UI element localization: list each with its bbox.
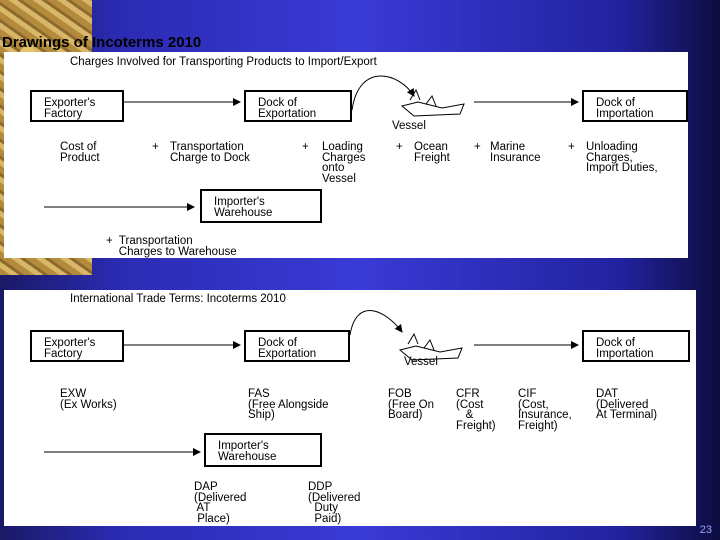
- charges-diagram-arrows: [44, 75, 579, 211]
- arrow-dock-to-vessel: [351, 75, 415, 111]
- charges-panel-title: Charges Involved for Transporting Produc…: [70, 56, 377, 68]
- transportation-charge-to-dock: Transportation Charge to Dock: [170, 141, 250, 164]
- incoterms-diagram-panel: International Trade Terms: Incoterms 201…: [4, 290, 696, 526]
- warehouse-transportation-charges: + Transportation Charges to Warehouse: [106, 235, 237, 258]
- dock-of-exportation-box: Dock of Exportation: [244, 330, 350, 362]
- box-label: Exporter's Factory: [44, 337, 96, 360]
- plus-sign: +: [474, 141, 481, 153]
- vessel-label: Vessel: [392, 120, 426, 132]
- box-label: Importer's Warehouse: [214, 196, 273, 219]
- importers-warehouse-box: Importer's Warehouse: [204, 433, 322, 467]
- term-dat: DAT (Delivered At Terminal): [596, 388, 658, 421]
- plus-sign: +: [152, 141, 159, 153]
- ship-icon: [400, 88, 465, 117]
- incoterms-diagram-arrows: [44, 310, 579, 456]
- term-dap: DAP (Delivered AT Place): [194, 481, 247, 525]
- exporters-factory-box: Exporter's Factory: [30, 330, 124, 362]
- box-label: Dock of Importation: [596, 97, 654, 120]
- dock-of-importation-box: Dock of Importation: [582, 330, 690, 362]
- term-cif: CIF (Cost, Insurance, Freight): [518, 388, 572, 432]
- box-label: Importer's Warehouse: [218, 440, 277, 463]
- box-label: Dock of Importation: [596, 337, 654, 360]
- dock-of-importation-box: Dock of Importation: [582, 90, 688, 122]
- box-label: Dock of Exportation: [258, 97, 317, 120]
- charges-diagram-panel: Charges Involved for Transporting Produc…: [4, 52, 688, 258]
- arrow-dock-to-vessel: [349, 310, 403, 336]
- exporters-factory-box: Exporter's Factory: [30, 90, 124, 122]
- vessel-label: Vessel: [404, 356, 438, 368]
- ship-icon: [398, 332, 463, 361]
- box-label: Exporter's Factory: [44, 97, 96, 120]
- slide-title: Drawings of Incoterms 2010: [2, 34, 202, 51]
- plus-sign: +: [396, 141, 403, 153]
- term-cfr: CFR (Cost & Freight): [456, 388, 496, 432]
- plus-sign: +: [302, 141, 309, 153]
- dock-of-exportation-box: Dock of Exportation: [244, 90, 352, 122]
- loading-charges: Loading Charges onto Vessel: [322, 141, 366, 185]
- term-exw: EXW (Ex Works): [60, 388, 117, 411]
- unloading-charges: Unloading Charges, Import Duties,: [586, 141, 658, 174]
- marine-insurance: Marine Insurance: [490, 141, 541, 164]
- page-number: 23: [699, 524, 712, 536]
- ocean-freight: Ocean Freight: [414, 141, 450, 164]
- incoterms-panel-title: International Trade Terms: Incoterms 201…: [70, 293, 286, 305]
- term-fas: FAS (Free Alongside Ship): [248, 388, 329, 421]
- plus-sign: +: [568, 141, 575, 153]
- box-label: Dock of Exportation: [258, 337, 317, 360]
- term-fob: FOB (Free On Board): [388, 388, 435, 421]
- cost-of-product: Cost of Product: [60, 141, 100, 164]
- importers-warehouse-box: Importer's Warehouse: [200, 189, 322, 223]
- term-ddp: DDP (Delivered Duty Paid): [308, 481, 361, 525]
